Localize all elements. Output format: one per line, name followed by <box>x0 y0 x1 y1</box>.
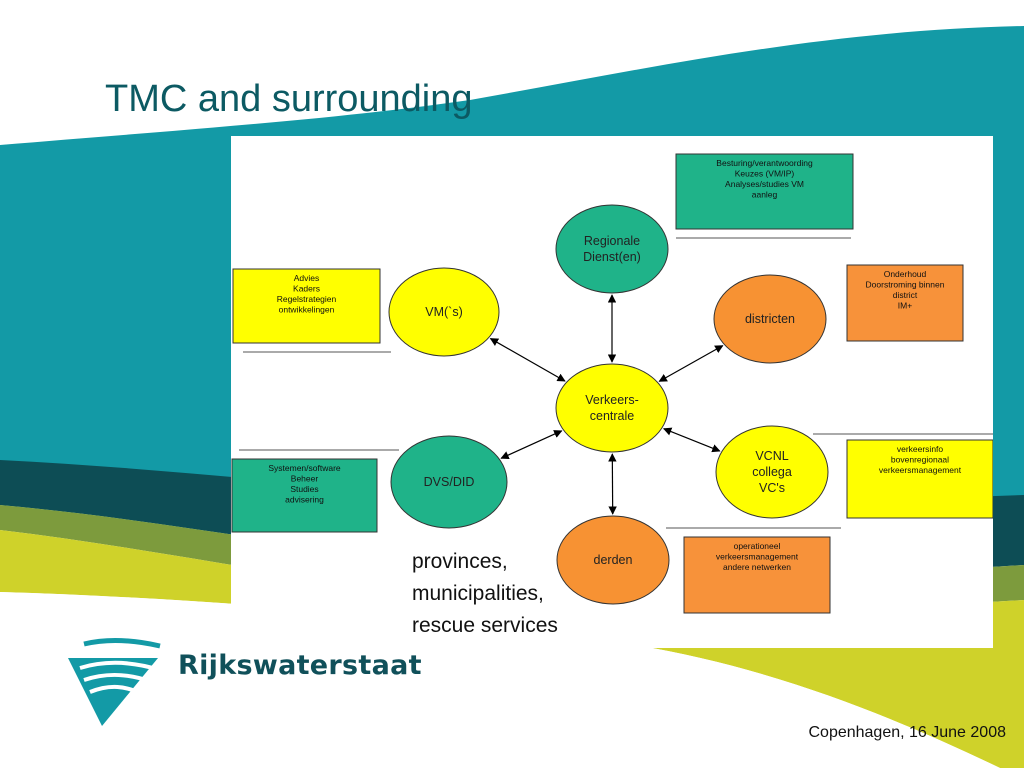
box-text: Kaders <box>293 284 320 294</box>
footer-date: Copenhagen, 16 June 2008 <box>808 724 1006 741</box>
node-label: centrale <box>590 409 635 423</box>
box-shape <box>232 268 381 344</box>
node-districten: districten <box>713 274 827 364</box>
node-shape <box>388 267 500 357</box>
caption-line: municipalities, <box>412 582 544 605</box>
node-label: districten <box>745 312 795 326</box>
slide-title: TMC and surrounding <box>105 78 473 120</box>
caption-line: provinces, <box>412 550 508 573</box>
logo-stripe <box>83 672 153 684</box>
logo-stripe <box>83 637 161 649</box>
box-text: ontwikkelingen <box>279 305 335 315</box>
node-shape <box>555 363 669 453</box>
box-shape <box>846 439 993 519</box>
arrow-districten <box>658 345 724 382</box>
node-shape <box>555 204 669 294</box>
node-label: DVS/DID <box>424 475 475 489</box>
node-label: Dienst(en) <box>583 250 641 264</box>
box-text: Analyses/studies VM <box>725 179 804 189</box>
arrow-vcnl <box>662 427 721 453</box>
caption: provinces, municipalities, rescue servic… <box>412 546 558 642</box>
box-text: andere netwerken <box>723 562 791 572</box>
box-text: Systemen/software <box>268 463 341 473</box>
node-label: Regionale <box>584 234 640 248</box>
caption-line: rescue services <box>412 614 558 637</box>
node-vm: VM(`s) <box>388 267 500 357</box>
node-shape <box>556 515 670 605</box>
box-text: Doorstroming binnen <box>866 280 945 290</box>
box-text: IM+ <box>898 301 912 311</box>
node-label: derden <box>594 553 633 567</box>
logo-stripe <box>89 685 143 696</box>
node-label: VCNL <box>755 449 788 463</box>
node-shape <box>390 435 508 529</box>
node-dvs: DVS/DID <box>390 435 508 529</box>
box-text: verkeersinfo <box>897 444 944 454</box>
node-verkeerscentrale: Verkeers-centrale <box>555 363 669 453</box>
logo-triangle <box>68 658 158 726</box>
box-text: Keuzes (VM/IP) <box>735 169 795 179</box>
vcnl-box: verkeersinfobovenregionaalverkeersmanage… <box>846 439 993 519</box>
box-text: operationeel <box>734 541 781 551</box>
box-text: Onderhoud <box>884 269 927 279</box>
node-label: VM(`s) <box>425 305 463 319</box>
box-shape <box>683 536 831 614</box>
box-shape <box>675 153 854 230</box>
arrow-vm <box>489 338 566 382</box>
logo-text: Rijkswaterstaat <box>178 650 422 681</box>
box-text: verkeersmanagement <box>716 552 799 562</box>
box-shape <box>846 264 964 342</box>
node-shape <box>713 274 827 364</box>
node-shape <box>715 425 829 519</box>
box-text: Regelstrategien <box>277 294 337 304</box>
box-text: Studies <box>290 484 318 494</box>
box-text: district <box>893 290 918 300</box>
node-derden: derden <box>556 515 670 605</box>
logo-stripe <box>79 660 161 672</box>
box-text: advisering <box>285 495 324 505</box>
node-label: VC's <box>759 481 785 495</box>
rijkswaterstaat-logo-icon <box>68 637 161 726</box>
box-shape <box>231 458 378 533</box>
box-text: verkeersmanagement <box>879 465 962 475</box>
arrow-dvs <box>500 430 563 460</box>
box-text: Advies <box>294 273 320 283</box>
box-text: Beheer <box>291 474 319 484</box>
vm-box: AdviesKadersRegelstrategienontwikkelinge… <box>232 268 381 344</box>
node-label: Verkeers- <box>585 393 639 407</box>
box-text: bovenregionaal <box>891 455 949 465</box>
node-label: collega <box>752 465 792 479</box>
box-text: Besturing/verantwoording <box>716 158 813 168</box>
box-text: aanleg <box>752 190 778 200</box>
